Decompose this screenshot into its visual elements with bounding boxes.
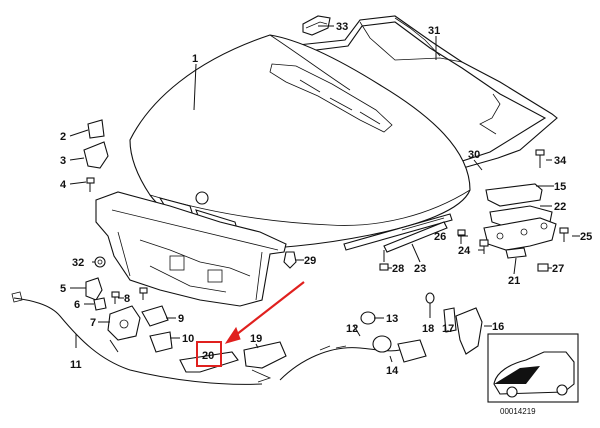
bolt-25 [559, 227, 569, 242]
label-30: 30 [468, 149, 480, 161]
hood-strut [343, 213, 453, 251]
screw-4 [86, 177, 95, 192]
nut-28 [379, 263, 389, 271]
label-22: 22 [554, 201, 566, 213]
lock-10 [149, 331, 173, 353]
part-labels: 1 2 3 4 5 6 7 8 9 10 11 12 13 14 15 16 1… [60, 21, 592, 377]
label-1: 1 [192, 53, 198, 65]
label-14: 14 [386, 365, 399, 377]
bolt-34 [535, 149, 545, 168]
release-cable [11, 291, 263, 385]
label-25: 25 [580, 231, 592, 243]
label-11: 11 [70, 359, 82, 371]
label-26: 26 [434, 231, 446, 243]
label-2: 2 [60, 131, 66, 143]
buffer-3 [83, 141, 109, 169]
highlight-arrow-shaft [231, 281, 305, 339]
label-33: 33 [336, 21, 348, 33]
label-9: 9 [178, 313, 184, 325]
label-20: 20 [202, 350, 214, 362]
nut-27 [537, 263, 549, 272]
car-thumbnail [487, 333, 579, 403]
label-13: 13 [386, 313, 398, 325]
lever-5 [85, 277, 103, 301]
label-5: 5 [60, 283, 66, 295]
pin-29 [283, 251, 297, 269]
bolt-26 [457, 229, 466, 244]
label-32: 32 [72, 257, 84, 269]
label-4: 4 [60, 179, 67, 191]
bracket-19 [243, 341, 287, 383]
label-29: 29 [304, 255, 316, 267]
label-18: 18 [422, 323, 434, 335]
gas-strut-23 [383, 221, 448, 262]
screw-8 [111, 291, 120, 304]
cable-12 [279, 345, 401, 381]
hood-lock-7 [107, 305, 141, 341]
clip-18 [425, 292, 435, 312]
grommet-32 [94, 256, 106, 268]
highlight-annotation [196, 281, 305, 367]
clip-17 [443, 307, 457, 333]
label-31: 31 [428, 25, 440, 37]
highlight-box [196, 341, 222, 367]
handle-16 [455, 307, 483, 355]
label-15: 15 [554, 181, 566, 193]
label-6: 6 [74, 299, 80, 311]
label-7: 7 [90, 317, 96, 329]
clip-6 [93, 297, 107, 311]
actuator-14 [372, 335, 427, 363]
rubber-buffer-33 [302, 15, 331, 36]
label-21: 21 [508, 275, 520, 287]
highlight-arrow-head [224, 326, 241, 344]
label-12: 12 [346, 323, 358, 335]
label-19: 19 [250, 333, 262, 345]
bolt-24 [479, 239, 489, 254]
bracket-9 [141, 305, 169, 327]
label-24: 24 [458, 245, 471, 257]
lock-carrier-frame [95, 191, 287, 307]
leader-lines [69, 25, 580, 363]
grommet-13 [360, 311, 376, 325]
label-10: 10 [182, 333, 194, 345]
label-27: 27 [552, 263, 564, 275]
label-34: 34 [554, 155, 567, 167]
label-3: 3 [60, 155, 66, 167]
bracket-2 [87, 119, 105, 139]
label-23: 23 [414, 263, 426, 275]
label-16: 16 [492, 321, 504, 333]
document-id: 00014219 [500, 407, 536, 416]
screw-upper [139, 287, 148, 300]
label-17: 17 [442, 323, 454, 335]
label-28: 28 [392, 263, 404, 275]
hood-hinge [483, 183, 557, 259]
label-8: 8 [124, 293, 130, 305]
